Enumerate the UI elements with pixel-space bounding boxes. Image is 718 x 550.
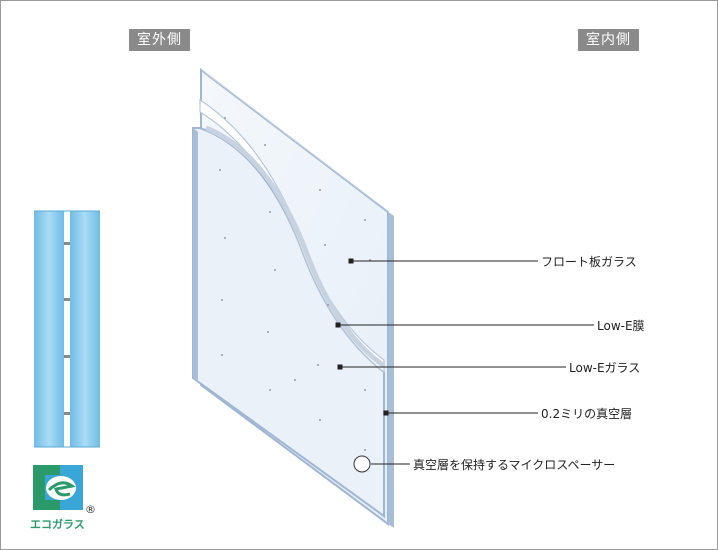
spacer-dots (219, 117, 371, 451)
cross-section (34, 210, 100, 448)
logo-label: エコガラス (30, 518, 85, 531)
callout-low-e-film: Low-E膜 (597, 319, 645, 333)
callout-lines (335, 258, 594, 473)
callout-low-e-glass: Low-Eガラス (569, 361, 641, 375)
callout-micro-spacer: 真空層を保持するマイクロスペーサー (413, 458, 616, 472)
registered-mark: ® (85, 503, 96, 516)
low-e-glass-pane (192, 98, 386, 518)
indoor-side-label: 室内側 (578, 29, 639, 51)
eco-glass-logo (33, 465, 83, 510)
callout-vacuum-layer: 0.2ミリの真空層 (541, 407, 633, 421)
outdoor-side-label: 室外側 (129, 29, 190, 51)
callout-float-glass: フロート板ガラス (541, 255, 637, 269)
